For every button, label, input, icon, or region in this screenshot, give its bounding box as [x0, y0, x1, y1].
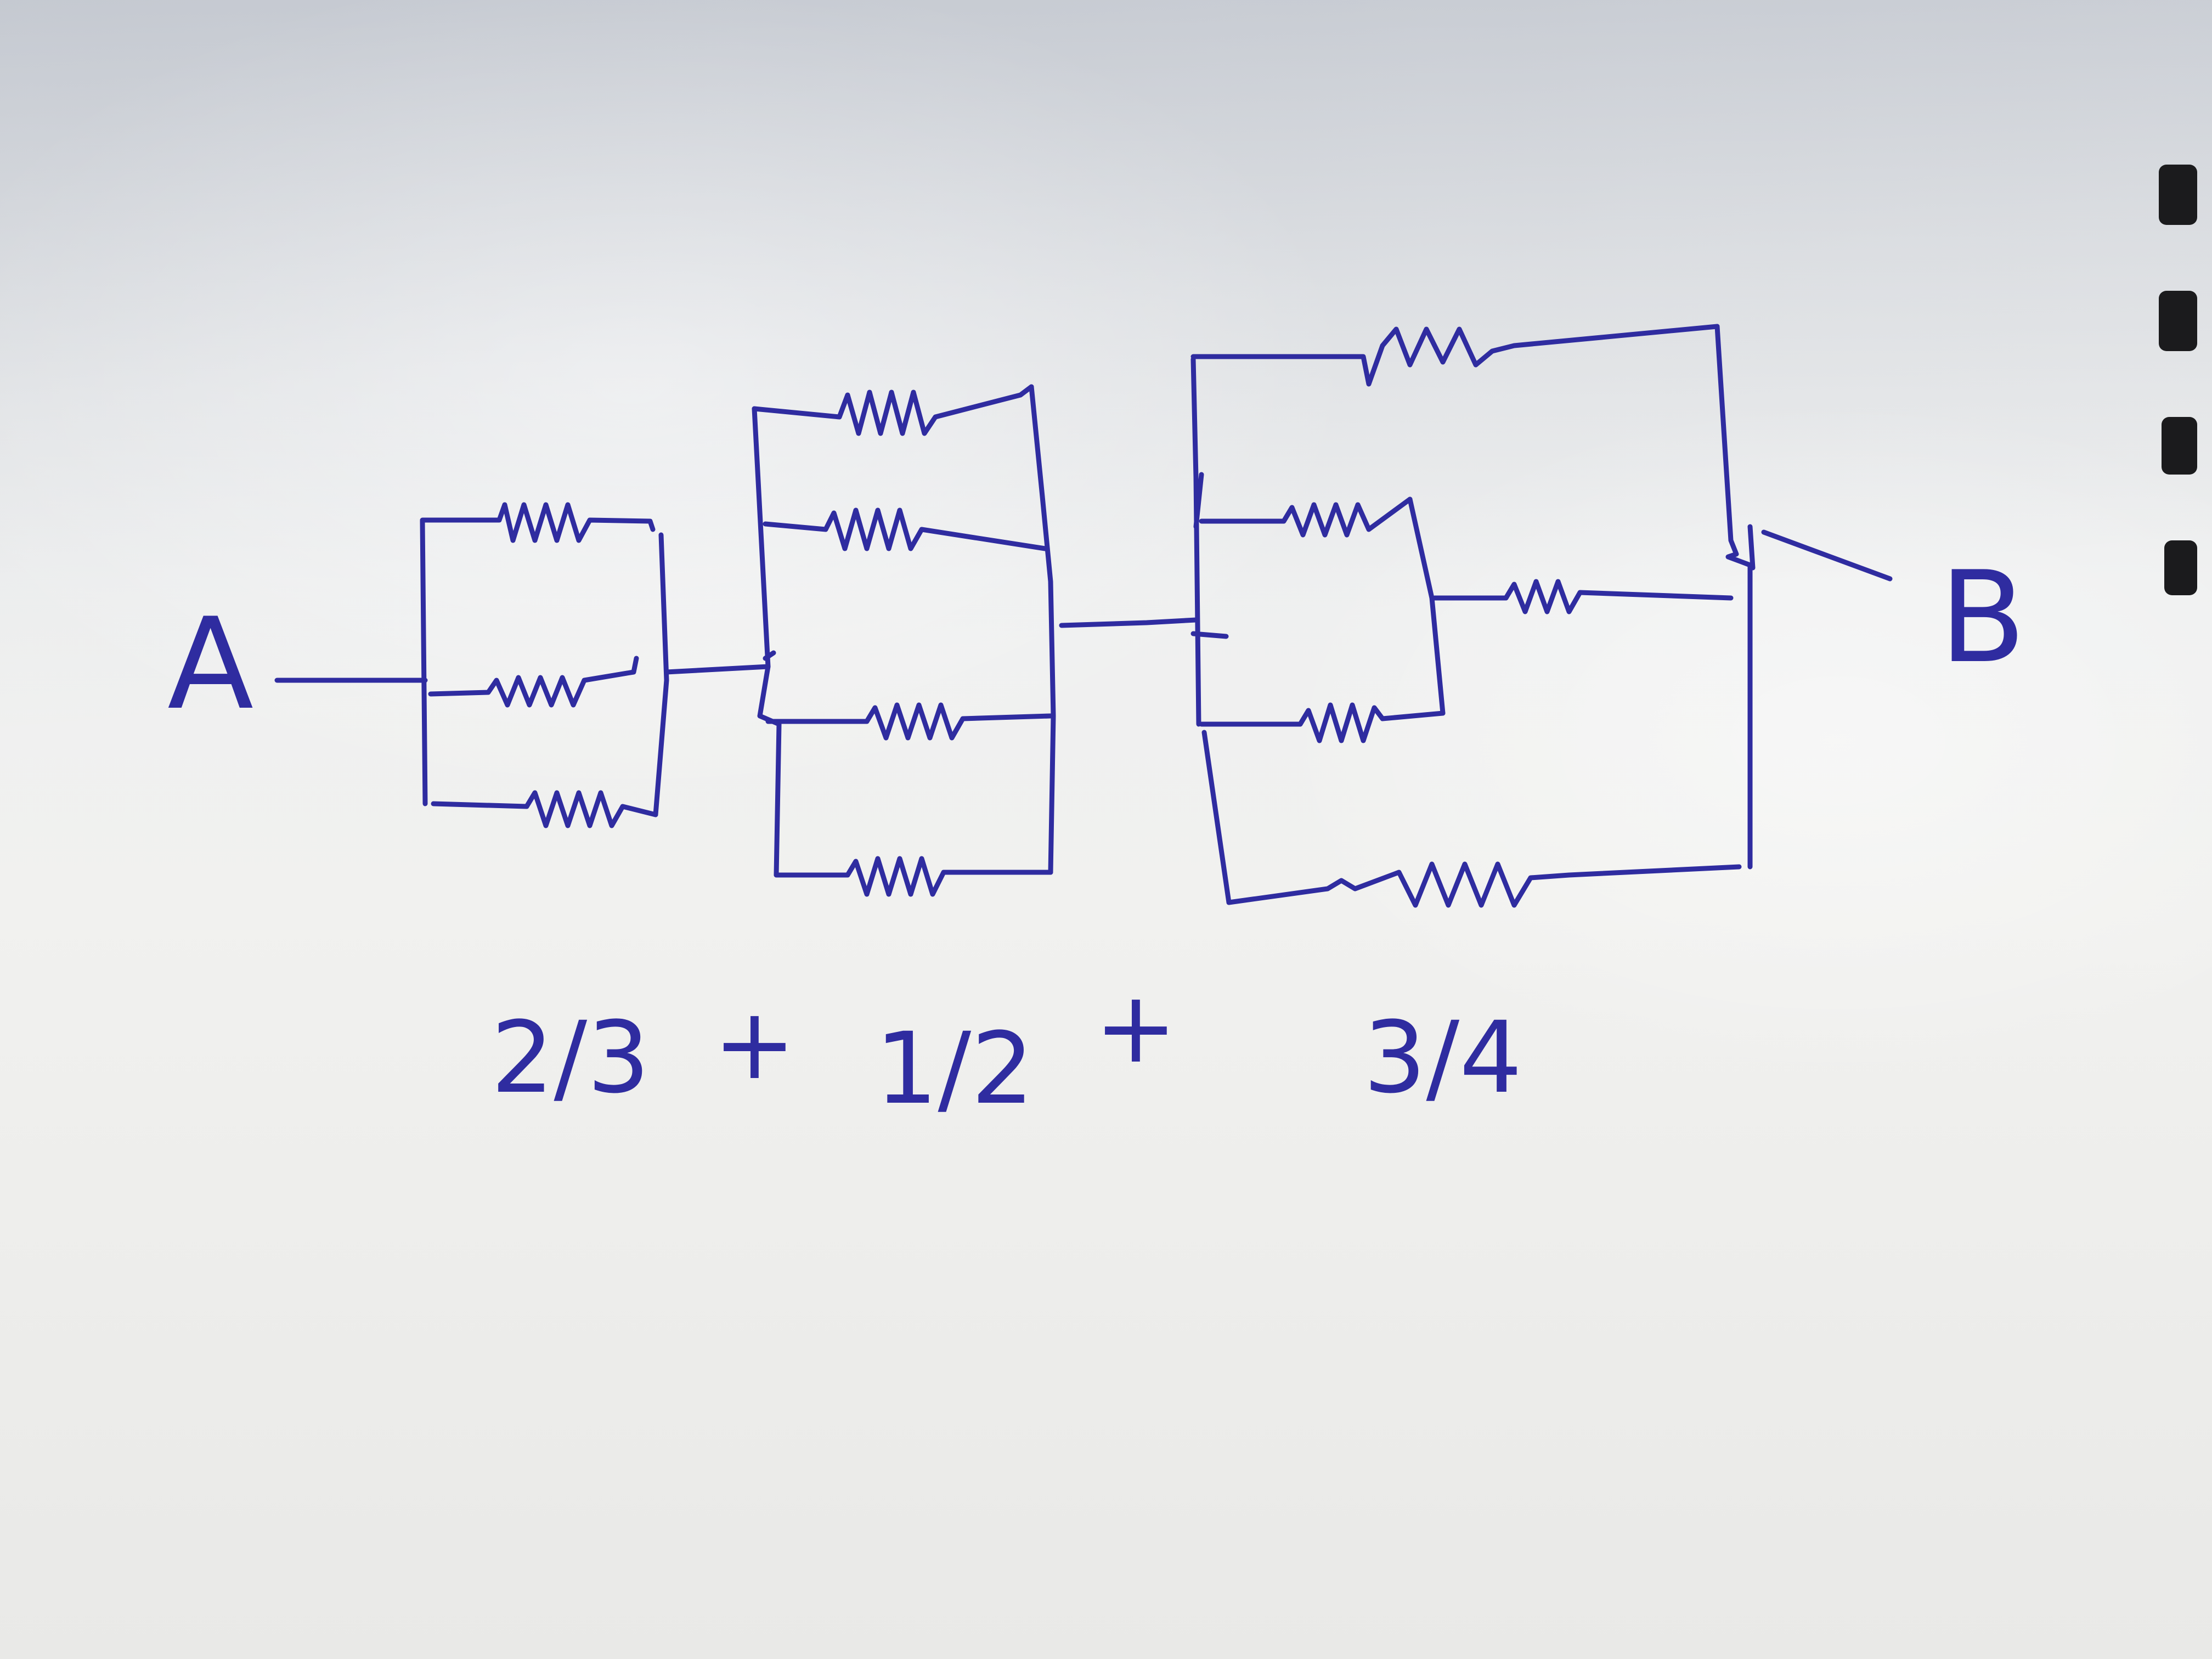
binding-ring: [2162, 417, 2197, 475]
binding-ring: [2164, 540, 2197, 595]
term-block-3: 3/4: [1363, 1001, 1522, 1115]
resistor: [774, 856, 1053, 897]
resistor: [428, 656, 639, 708]
wire-2-3: [1059, 617, 1199, 628]
lead-b: [1747, 524, 1893, 582]
plus-sign: +: [713, 987, 796, 1102]
resistor: [763, 650, 1053, 741]
block3-right-rail: [1714, 324, 1753, 870]
block2-right-rail: [1029, 384, 1056, 875]
resistor: [1297, 702, 1446, 743]
parallel-block-1: [420, 502, 669, 828]
binding-ring: [2159, 291, 2197, 351]
resistor: [752, 384, 1034, 436]
equation: 2/3 + 1/2 + 3/4: [491, 970, 1522, 1126]
resistor: [1226, 861, 1742, 908]
parallel-block-3: [1190, 324, 1753, 908]
term-block-2: 1/2: [875, 1012, 1034, 1126]
wire-1-2: [664, 664, 771, 675]
resistor: [420, 502, 656, 543]
plus-sign: +: [1094, 970, 1177, 1085]
block2-left-rail: [752, 406, 782, 878]
resistor: [1281, 496, 1413, 538]
resistor: [1503, 579, 1734, 614]
block1-left-rail: [420, 518, 428, 806]
spiral-binding: [2159, 165, 2197, 595]
sub-network-rails: [1199, 496, 1509, 727]
block3-left-rail: [1190, 357, 1232, 905]
node-a-label: A: [167, 591, 253, 738]
block1-right-rail: [653, 532, 669, 817]
parallel-block-2: [752, 384, 1056, 897]
term-block-1: 2/3: [491, 1001, 650, 1115]
resistor: [1190, 324, 1720, 387]
node-b-label: B: [1939, 545, 2026, 691]
resistor: [431, 790, 658, 828]
resistor: [763, 507, 1048, 551]
binding-ring: [2159, 165, 2197, 225]
